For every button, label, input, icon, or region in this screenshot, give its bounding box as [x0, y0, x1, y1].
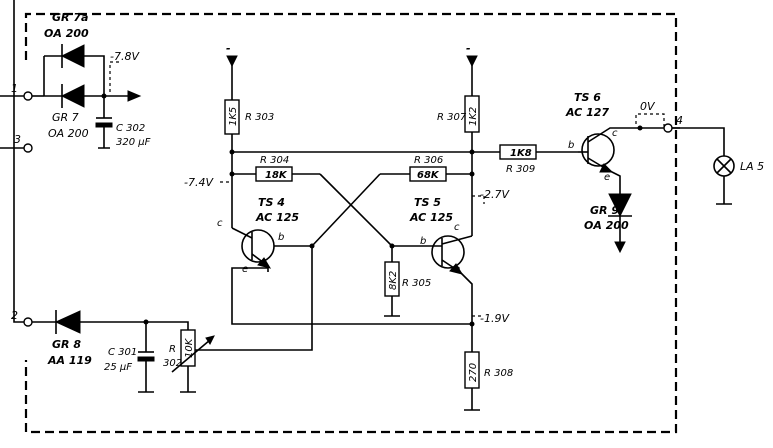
terminal-3-label: 3 — [14, 133, 21, 146]
r308-value: 270 — [468, 363, 479, 382]
ts6-pin-e: e — [604, 172, 610, 183]
voltage-7-4: -7.4V — [184, 176, 214, 189]
gr9-name: GR 9 — [590, 204, 619, 217]
ts4-pin-e: e — [242, 264, 248, 275]
diode-gr8 — [32, 310, 189, 334]
r306-value: 68K — [417, 170, 440, 181]
r307-value: 1K2 — [468, 107, 479, 126]
capacitor-c301 — [137, 319, 155, 393]
input-bus-wires — [0, 0, 24, 323]
ts4-pin-b: b — [278, 232, 284, 243]
ts4-type: AC 125 — [255, 211, 299, 224]
transistor-ts4 — [231, 227, 312, 272]
ts5-pin-c: c — [454, 222, 460, 233]
r304-value: 18K — [265, 170, 288, 181]
supply-rail-left: - — [226, 42, 238, 100]
ts5-pin-e: e — [454, 264, 460, 275]
ts4-pin-c: c — [217, 218, 223, 229]
r309-value: 1K8 — [510, 148, 532, 159]
diode-gr7a — [60, 44, 85, 68]
output-arrow — [127, 90, 142, 102]
lamp-la5 — [713, 155, 735, 205]
terminal-3: 3 — [14, 133, 33, 153]
gr7a-name: GR 7a — [52, 11, 88, 24]
capacitor-c302 — [95, 96, 113, 149]
r303-value: 1K5 — [228, 107, 239, 126]
r302-value: 10K — [184, 337, 195, 358]
ts6-name: TS 6 — [574, 91, 601, 104]
r304-name: R 304 — [260, 155, 289, 166]
gr9-type: OA 200 — [584, 219, 629, 232]
ts5-name: TS 5 — [414, 196, 441, 209]
gr8-name: GR 8 — [52, 338, 81, 351]
ts4-name: TS 4 — [258, 196, 285, 209]
ts5-pin-b: b — [420, 236, 426, 247]
gr8-type: AA 119 — [47, 354, 92, 367]
voltage-2-7: -2.7V — [480, 188, 510, 201]
gr7a-type: OA 200 — [44, 27, 89, 40]
voltage-1-9: -1.9V — [480, 312, 510, 325]
r302-name-2: 302 — [163, 358, 182, 369]
terminal-4-label: 4 — [676, 114, 683, 127]
r308-name: R 308 — [484, 368, 513, 379]
ts5-type: AC 125 — [409, 211, 453, 224]
supply-minus-right: - — [466, 42, 471, 55]
voltage-0v: 0V — [640, 100, 656, 113]
voltage-7-8: -7.8V — [110, 50, 140, 63]
transistor-ts5 — [392, 235, 473, 275]
r302-name: R — [169, 344, 176, 355]
gr7-name: GR 7 — [52, 111, 79, 124]
terminal-1-label: 1 — [11, 82, 18, 95]
transistor-ts6 — [578, 127, 640, 194]
r306-name: R 306 — [414, 155, 443, 166]
c301-value: 25 μF — [104, 362, 132, 373]
potentiometer-r302 — [171, 243, 315, 393]
terminal-4: 4 — [663, 114, 683, 133]
terminal-2-label: 2 — [11, 309, 18, 322]
ts6-pin-b: b — [568, 140, 574, 151]
diode-gr9 — [608, 193, 632, 254]
c302-name: C 302 — [116, 123, 145, 134]
la5-name: LA 5 — [740, 160, 764, 173]
r305-name: R 305 — [402, 278, 431, 289]
r309-name: R 309 — [506, 164, 535, 175]
supply-rail-right: - — [466, 42, 478, 100]
supply-minus-left: - — [226, 42, 231, 55]
diode-gr7 — [60, 84, 85, 108]
ts6-pin-c: c — [612, 128, 618, 139]
ts6-type: AC 127 — [565, 106, 609, 119]
terminal-2: 2 — [11, 309, 33, 327]
module-boundary — [24, 12, 678, 434]
diode-pair-gr7 — [32, 44, 142, 108]
r305-value: 8K2 — [388, 271, 399, 290]
c302-value: 320 μF — [116, 137, 151, 148]
c301-name: C 301 — [108, 347, 137, 358]
r303-name: R 303 — [245, 112, 274, 123]
gr7-type: OA 200 — [48, 127, 89, 140]
collector-network — [229, 132, 500, 247]
r307-name: R 307 — [437, 112, 467, 123]
